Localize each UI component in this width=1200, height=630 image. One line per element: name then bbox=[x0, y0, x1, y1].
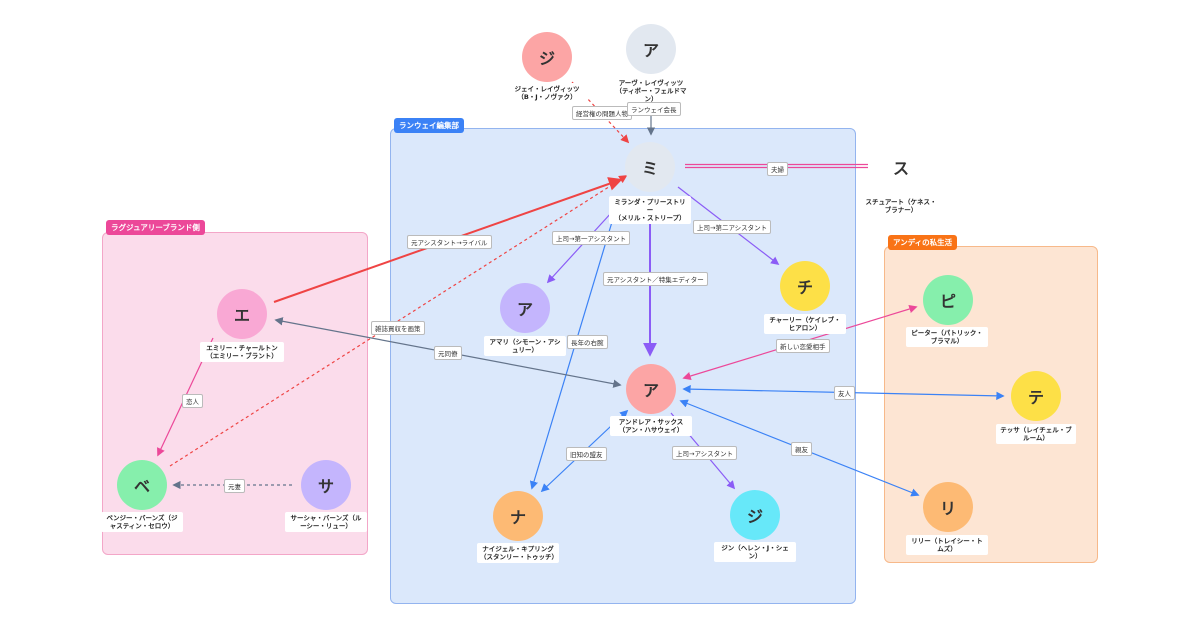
node-jin[interactable]: ジ bbox=[730, 490, 780, 540]
node-stuart-label: スチュアート（ケネス・ブラナー） bbox=[862, 196, 940, 216]
edge-label-andrea-tessa: 友人 bbox=[834, 386, 855, 400]
node-sasha-label: サーシャ・バーンズ（ルーシー・リュー） bbox=[285, 512, 367, 532]
edge-label-andrea-lily: 親友 bbox=[791, 442, 812, 456]
group-andy bbox=[884, 246, 1098, 563]
node-andrea-label: アンドレア・サックス（アン・ハサウェイ） bbox=[610, 416, 692, 436]
node-miranda[interactable]: ミ bbox=[625, 142, 675, 192]
node-tessa-label: テッサ（レイチェル・ブルーム） bbox=[996, 424, 1076, 444]
node-irv[interactable]: ア bbox=[626, 24, 676, 74]
edge-label-jay-miranda: 経営権の問題人物 bbox=[572, 106, 632, 120]
node-nigel-label: ナイジェル・キプリング （スタンリー・トゥッチ） bbox=[477, 543, 559, 563]
node-nigel[interactable]: ナ bbox=[493, 491, 543, 541]
edge-label-andrea-jin: 上司→アシスタント bbox=[672, 446, 738, 460]
node-jay[interactable]: ジ bbox=[522, 32, 572, 82]
node-lily-label: リリー（トレイシー・トムズ） bbox=[906, 535, 988, 555]
edge-label-sasha-benji: 元妻 bbox=[224, 479, 245, 493]
node-charlie-label: チャーリー（ケイレブ・ヒアロン） bbox=[764, 314, 846, 334]
node-emily-label: エミリー・チャールトン （エミリー・ブラント） bbox=[200, 342, 284, 362]
node-emily[interactable]: エ bbox=[217, 289, 267, 339]
node-irv-label: アーヴ・レイヴィッツ（ティボー・フェルドマン） bbox=[610, 77, 692, 105]
node-peter[interactable]: ピ bbox=[923, 275, 973, 325]
group-andy-title: アンディの私生活 bbox=[888, 235, 958, 250]
edge-miranda-amari bbox=[546, 211, 613, 284]
node-andrea[interactable]: ア bbox=[626, 364, 676, 414]
node-peter-label: ピーター（パトリック・ブラマル） bbox=[906, 327, 988, 347]
node-amari-label: アマリ（シモーン・アシュリー） bbox=[484, 336, 566, 356]
edge-label-miranda-stuart: 夫婦 bbox=[767, 162, 788, 176]
node-amari[interactable]: ア bbox=[500, 283, 550, 333]
edge-label-miranda-nigel: 長年の右腕 bbox=[567, 335, 608, 349]
edge-label-emily-benji: 恋人 bbox=[182, 394, 203, 408]
node-tessa[interactable]: テ bbox=[1011, 371, 1061, 421]
edge-label-irv-miranda: ランウェイ会長 bbox=[627, 102, 681, 116]
group-luxury-title: ラグジュアリーブランド側 bbox=[106, 220, 205, 235]
node-sasha[interactable]: サ bbox=[301, 460, 351, 510]
node-jin-label: ジン（ヘレン・J・シェン） bbox=[714, 542, 796, 562]
edge-label-miranda-amari: 上司→第一アシスタント bbox=[552, 231, 631, 245]
edge-label-miranda-charlie: 上司→第二アシスタント bbox=[693, 220, 772, 234]
node-miranda-label: ミランダ・プリーストリー （メリル・ストリープ） bbox=[609, 196, 691, 224]
edge-label-andrea-peter: 新しい恋愛相手 bbox=[776, 339, 830, 353]
node-benji[interactable]: ベ bbox=[117, 460, 167, 510]
edge-label-miranda-andrea: 元アシスタント／特集エディター bbox=[603, 272, 708, 286]
node-jay-label: ジェイ・レイヴィッツ （B・J・ノヴァク） bbox=[506, 83, 588, 103]
group-runway-title: ランウェイ編集部 bbox=[394, 118, 464, 133]
node-stuart[interactable]: ス bbox=[876, 142, 926, 192]
edge-label-andrea-emily: 元同僚 bbox=[434, 346, 462, 360]
node-benji-label: ベンジー・バーンズ（ジャスティン・セロウ） bbox=[101, 512, 183, 532]
node-lily[interactable]: リ bbox=[923, 482, 973, 532]
edge-label-emily-miranda: 元アシスタント→ライバル bbox=[407, 235, 492, 249]
edge-label-andrea-nigel: 旧知の盟友 bbox=[566, 447, 607, 461]
edge-label-benji-miranda: 雑誌買収を画策 bbox=[371, 321, 425, 335]
node-charlie[interactable]: チ bbox=[780, 261, 830, 311]
